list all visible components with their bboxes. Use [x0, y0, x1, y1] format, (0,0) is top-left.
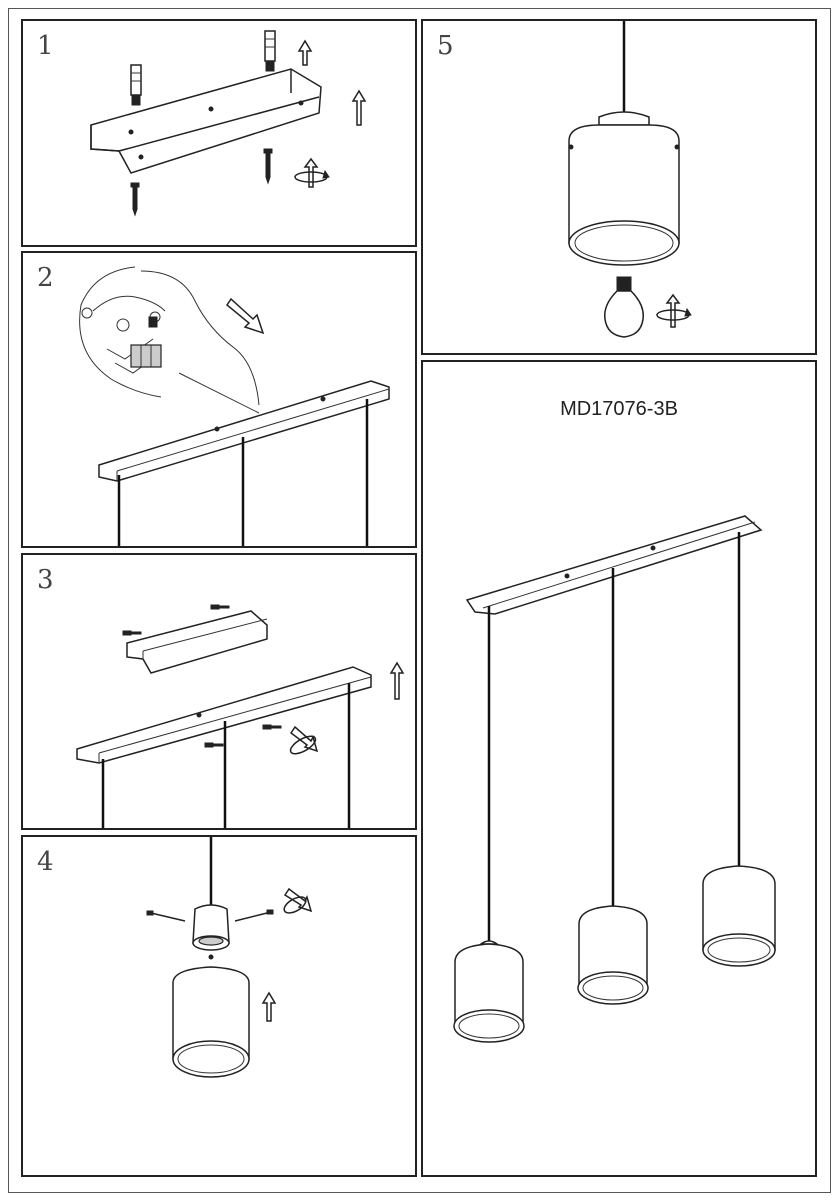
step-3-panel: 3 [21, 553, 417, 830]
screw-icon [130, 182, 140, 217]
product-illustration [453, 515, 776, 1043]
step-4-illustration [146, 837, 313, 1078]
wall-plug-icon [264, 30, 276, 72]
step-4-number: 4 [37, 847, 54, 877]
bulb-icon [604, 276, 644, 338]
rotate-arrows-icon [283, 887, 313, 914]
ceiling-canopy [98, 372, 390, 482]
wire-connector-icon [130, 316, 162, 368]
ceiling-canopy [76, 666, 372, 764]
screw-icon [122, 630, 142, 636]
step-5-illustration [568, 21, 692, 338]
wiring-detail [79, 266, 260, 406]
screw-icon [210, 604, 230, 610]
step-2-number: 2 [37, 263, 54, 293]
step-1-illustration [90, 30, 367, 217]
model-number: MD17076-3B [560, 398, 678, 420]
screw-icon [146, 910, 186, 922]
step-3-number: 3 [37, 565, 54, 595]
pendant-shade [577, 905, 649, 1005]
mounting-bracket [90, 68, 322, 174]
rotate-arrows-icon [656, 293, 692, 328]
instruction-sheet [8, 8, 831, 1193]
pendant-shade [568, 111, 680, 266]
lamp-holder [192, 904, 230, 951]
screw-icon [234, 909, 274, 922]
step-1-number: 1 [37, 31, 54, 61]
up-arrow-icon [389, 661, 405, 700]
up-arrow-icon [297, 39, 313, 66]
up-arrow-icon [351, 89, 367, 126]
rotate-arrows-icon [289, 725, 319, 755]
step-5-panel: 5 [421, 19, 817, 355]
pendant-shade [172, 966, 250, 1078]
down-right-arrow-icon [225, 297, 265, 335]
up-arrow-icon [261, 991, 277, 1022]
screw-icon [263, 148, 273, 185]
screw-icon [262, 724, 282, 730]
product-overview-panel: MD17076-3B [421, 360, 817, 1177]
step-2-panel: 2 [21, 251, 417, 548]
screw-icon [204, 742, 224, 748]
wall-plug-icon [130, 64, 142, 106]
step-3-illustration [76, 604, 405, 828]
step-2-illustration [79, 266, 390, 546]
pendant-shade [702, 865, 776, 967]
ceiling-canopy [465, 515, 763, 615]
pendant-shade [453, 940, 525, 1043]
rotate-arrows-icon [294, 157, 330, 188]
mounting-bracket [126, 610, 268, 674]
step-4-panel: 4 [21, 835, 417, 1177]
step-1-panel: 1 [21, 19, 417, 247]
step-5-number: 5 [437, 31, 454, 61]
